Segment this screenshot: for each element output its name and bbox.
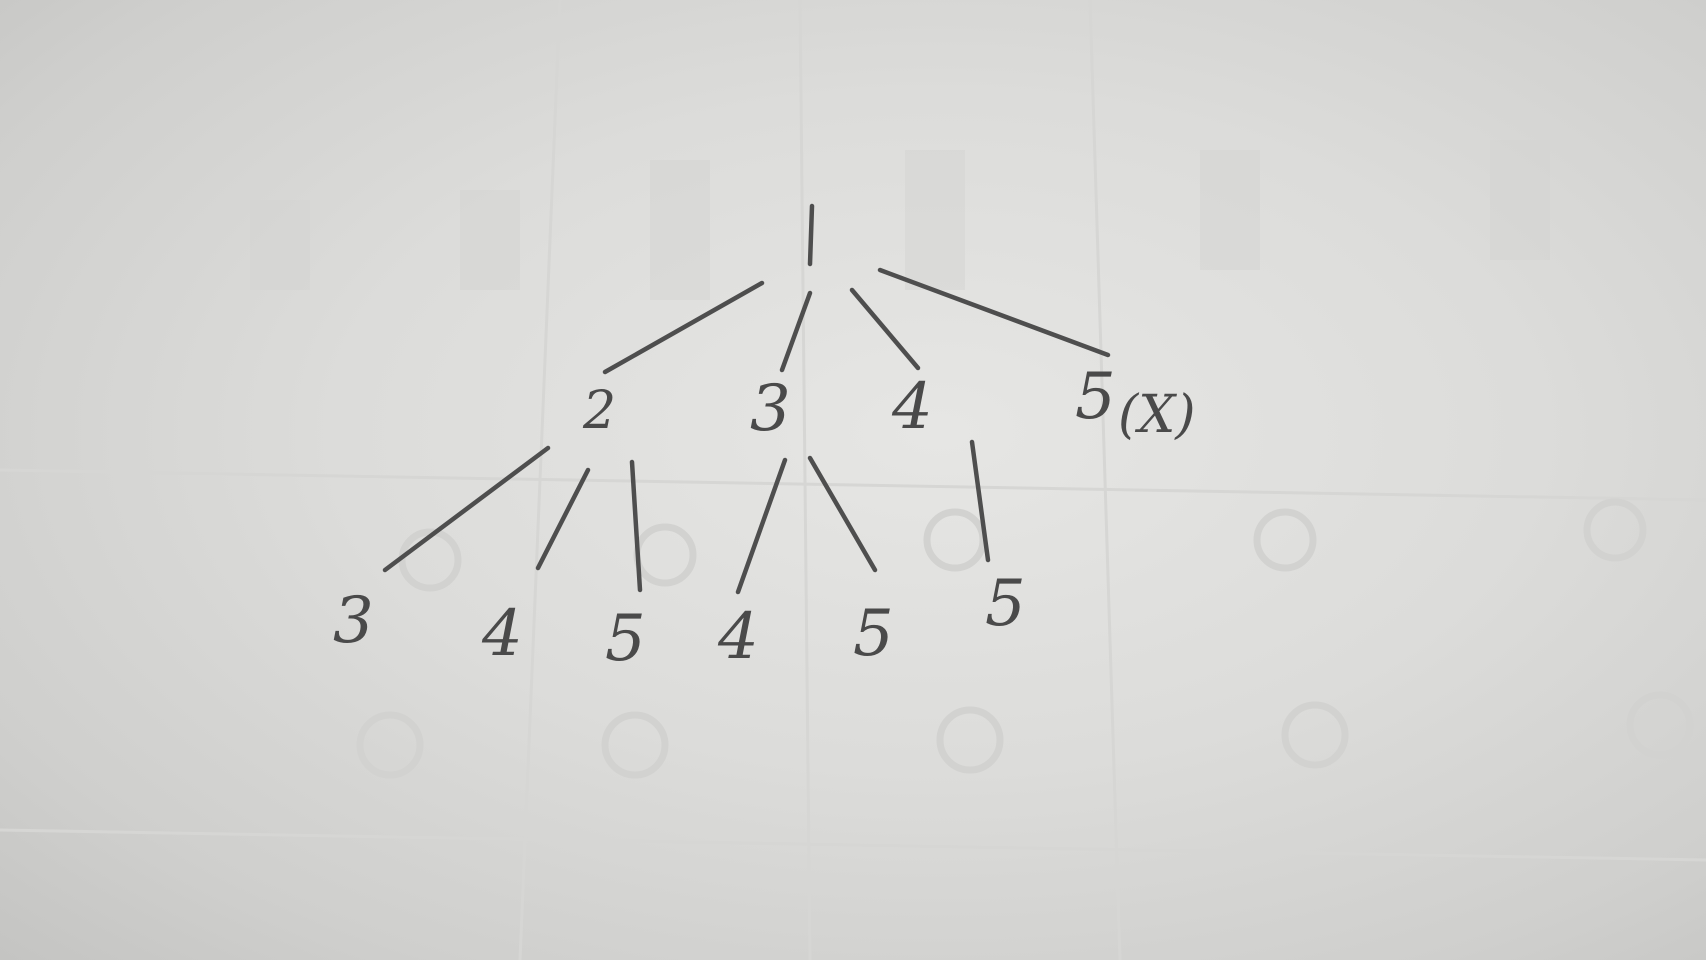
show-through-circle — [1253, 508, 1317, 572]
root-node-stroke — [807, 203, 815, 267]
show-through-circle — [633, 523, 697, 587]
edge-3-5 — [807, 455, 878, 573]
show-through-line — [0, 468, 1706, 502]
show-through-mark — [250, 200, 310, 290]
edge-1-2 — [602, 280, 765, 375]
show-through-circle — [936, 706, 1004, 774]
show-through-mark — [1490, 140, 1550, 260]
show-through-mark — [1200, 150, 1260, 270]
leaf-3-under-2: 3 — [333, 584, 374, 658]
show-through-circle — [356, 711, 424, 779]
edge-2-5 — [629, 459, 643, 593]
show-through-mark — [650, 160, 710, 300]
show-through-circle — [398, 528, 462, 592]
edge-1-4 — [849, 287, 921, 371]
leaf-4-under-2: 4 — [481, 597, 523, 671]
edge-2-3 — [382, 445, 551, 573]
edge-2-4 — [535, 467, 591, 571]
node-3-label: 3 — [750, 372, 791, 446]
show-through-line — [0, 828, 1706, 862]
edge-1-5 — [877, 267, 1111, 358]
leaf-4-under-3: 4 — [717, 600, 759, 674]
node-4-label: 4 — [891, 370, 933, 444]
edge-4-5 — [969, 439, 991, 563]
node-5-cross-mark: (X) — [1118, 385, 1196, 445]
show-through-circle — [601, 711, 669, 779]
leaf-5-under-4: 5 — [985, 567, 1026, 641]
show-through-circle — [923, 508, 987, 572]
show-through-circle — [1626, 691, 1694, 759]
leaf-5-under-3: 5 — [853, 597, 894, 671]
leaf-5-under-2: 5 — [605, 602, 646, 676]
edge-1-3 — [779, 290, 813, 373]
show-through-mark — [905, 150, 965, 290]
show-through-line — [798, 0, 812, 960]
node-2-label: 2 — [582, 381, 616, 441]
node-5-label: 5 — [1075, 360, 1116, 434]
show-through-line — [1088, 0, 1122, 960]
show-through-mark — [460, 190, 520, 290]
show-through-circle — [1583, 498, 1647, 562]
edge-3-4 — [735, 457, 788, 595]
show-through-circle — [1281, 701, 1349, 769]
